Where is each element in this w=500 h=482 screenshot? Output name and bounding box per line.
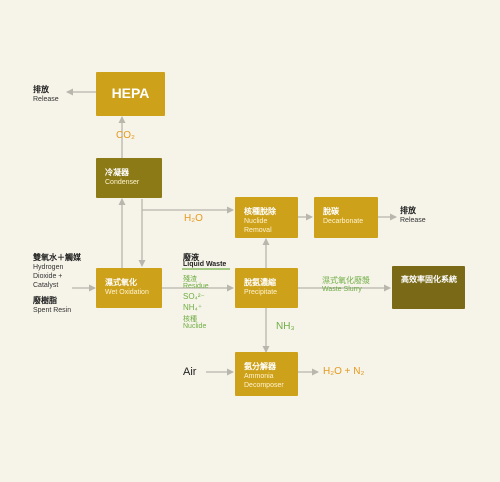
decarbonate-en: Decarbonate xyxy=(323,218,364,225)
h2o-label: H₂O xyxy=(184,213,203,224)
condenser-zh: 冷凝器 xyxy=(105,168,129,177)
inputs-2-zh: 廢樹脂 xyxy=(33,296,57,305)
release-right-zh: 排放 xyxy=(400,206,416,215)
air-label: Air xyxy=(183,366,197,378)
liquid-waste-en: Liquid Waste xyxy=(183,261,227,268)
precipitate-en: Precipitate xyxy=(244,289,278,296)
decarbonate-box: 脫碳 Decarbonate xyxy=(314,197,378,238)
precipitate-zh: 脫氨濃縮 xyxy=(244,278,276,287)
condenser-en: Condenser xyxy=(105,179,140,186)
inputs-1-en3: Catalyst xyxy=(33,282,59,289)
decarbonate-zh: 脫碳 xyxy=(323,207,339,216)
wet-oxidation-en: Wet Oxidation xyxy=(105,289,149,296)
residue-en: Residue xyxy=(183,283,209,290)
liquid-waste-zh: 廢液 xyxy=(183,253,199,262)
nh4-label: NH₄⁺ xyxy=(183,303,203,312)
inputs-1-en2: Dioxide + xyxy=(33,273,63,280)
so4-label: SO₄²⁻ xyxy=(183,292,205,301)
slurry-en: Waste Slurry xyxy=(322,286,362,293)
nuclide-removal-en2: Removal xyxy=(244,227,272,234)
ammonia-decomposer-box: 氨分解器 Ammonia Decomposer xyxy=(235,352,298,396)
inputs-1-en1: Hydrogen xyxy=(33,264,64,271)
condenser-box: 冷凝器 Condenser xyxy=(96,158,162,198)
nuclide-zh-label: 核種 xyxy=(183,316,197,323)
nuclide-removal-zh: 核種脫除 xyxy=(244,207,276,216)
nuclide-en-label: Nuclide xyxy=(183,323,207,330)
hest-box: 高效率固化系統 xyxy=(392,266,465,309)
residue-zh: 殘渣 xyxy=(183,276,197,283)
ammonia-decomposer-en2: Decomposer xyxy=(244,382,284,389)
co2-label: CO₂ xyxy=(116,130,135,141)
inputs-2-en: Spent Resin xyxy=(33,307,72,314)
slurry-zh: 濕式氧化廢漿 xyxy=(322,276,370,285)
release-top-en: Release xyxy=(33,96,59,103)
wet-oxidation-zh: 濕式氧化 xyxy=(105,278,137,287)
ammonia-decomposer-en1: Ammonia xyxy=(244,373,274,380)
nuclide-removal-en1: Nuclide xyxy=(244,218,268,225)
products-label: H₂O + N₂ xyxy=(323,366,365,377)
ammonia-decomposer-zh: 氨分解器 xyxy=(244,362,276,371)
inputs-1-zh: 雙氧水＋觸媒 xyxy=(33,253,81,262)
hest-zh: 高效率固化系統 xyxy=(401,275,457,284)
nuclide-removal-box: 核種脫除 Nuclide Removal xyxy=(235,197,298,238)
release-right-en: Release xyxy=(400,217,426,224)
release-top-zh: 排放 xyxy=(33,85,49,94)
precipitate-box: 脫氨濃縮 Precipitate xyxy=(235,268,298,308)
hepa-box: HEPA xyxy=(96,72,165,116)
hepa-label: HEPA xyxy=(111,85,150,101)
nh3-label: NH₃ xyxy=(276,321,295,332)
wet-oxidation-box: 濕式氧化 Wet Oxidation xyxy=(96,268,162,308)
